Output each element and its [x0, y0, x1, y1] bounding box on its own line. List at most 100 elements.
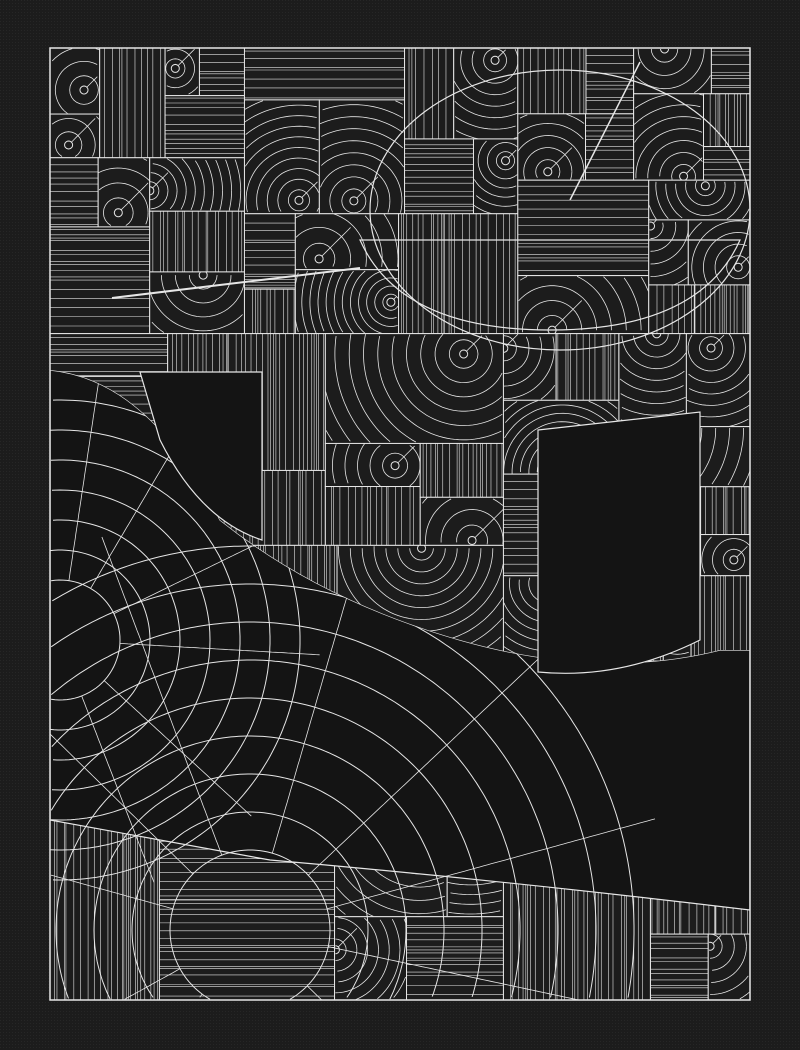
concentric-arc: [295, 226, 351, 259]
concentric-arc: [743, 336, 746, 349]
concentric-arc: [377, 336, 502, 441]
tile: [97, 157, 151, 228]
concentric-arc: [366, 277, 398, 327]
concentric-arc: [209, 190, 214, 211]
concentric-arc: [473, 179, 516, 198]
arc-band: [50, 459, 241, 640]
concentric-arc: [145, 212, 149, 225]
band-divider: [327, 818, 656, 910]
concentric-arc: [309, 271, 317, 334]
radial-tick: [550, 147, 573, 169]
arc-band: [50, 549, 151, 641]
concentric-arc: [337, 928, 358, 950]
tile-border: [703, 146, 751, 181]
center-dot: [554, 330, 557, 334]
center-dot: [490, 55, 500, 65]
tile: [294, 269, 400, 335]
center-dot: [700, 181, 710, 191]
concentric-arc: [95, 48, 100, 51]
tile: [404, 138, 474, 215]
concentric-arc: [711, 946, 747, 983]
tile-border: [149, 210, 245, 273]
tile-border: [164, 95, 245, 159]
concentric-arc: [517, 122, 584, 140]
center-dot: [314, 254, 324, 264]
concentric-arc: [194, 160, 205, 191]
concentric-arc: [503, 348, 555, 400]
arc-band: [550, 930, 559, 998]
concentric-arc: [165, 58, 186, 79]
tile: [585, 47, 635, 115]
concentric-arc: [54, 131, 83, 157]
concentric-arc: [486, 540, 488, 545]
tile: [164, 47, 200, 97]
concentric-arc: [188, 86, 199, 95]
tile: [324, 486, 421, 546]
concentric-arc: [322, 104, 404, 119]
tile-border: [164, 47, 200, 97]
tile: [398, 213, 519, 335]
tile-border: [324, 442, 421, 488]
concentric-arc: [607, 401, 618, 409]
tile-border: [700, 534, 751, 577]
radial-tick: [508, 149, 517, 158]
concentric-arc: [349, 548, 494, 620]
tile: [243, 47, 406, 101]
arc-band: [52, 519, 181, 641]
concentric-arc: [685, 181, 726, 207]
tile-border: [324, 486, 421, 546]
center-dot: [500, 156, 510, 166]
arc-band: [50, 640, 241, 821]
band-divider: [119, 643, 320, 656]
concentric-arc: [344, 444, 351, 484]
tile: [164, 95, 245, 159]
concentric-arc: [125, 212, 134, 226]
concentric-arc: [92, 144, 96, 157]
concentric-arc: [688, 221, 702, 238]
concentric-arc: [325, 430, 333, 441]
concentric-arc: [317, 273, 325, 332]
concentric-arc: [152, 163, 178, 191]
tile: [49, 113, 101, 159]
concentric-arc: [475, 195, 518, 207]
tile-border: [398, 213, 519, 335]
tile: [502, 333, 557, 401]
arc-band: [50, 697, 483, 930]
concentric-arc: [316, 207, 320, 212]
tile: [324, 442, 421, 488]
center-dot: [652, 333, 662, 339]
radial-tick: [71, 118, 96, 143]
concentric-arc: [329, 176, 379, 213]
concentric-arc: [460, 50, 517, 96]
center-dot: [709, 941, 715, 947]
center-dot: [649, 225, 655, 231]
concentric-arc: [726, 185, 746, 220]
arc-band: [52, 640, 301, 881]
band-divider: [103, 680, 252, 817]
radial-tick: [474, 509, 504, 538]
concentric-arc: [552, 336, 555, 349]
tile: [555, 333, 620, 401]
center-dot: [198, 271, 208, 280]
tile: [419, 496, 504, 546]
arc-band: [588, 930, 597, 998]
tile: [294, 213, 400, 271]
concentric-arc: [397, 548, 446, 573]
concentric-arc: [540, 385, 556, 400]
concentric-arc: [691, 220, 748, 285]
concentric-arc: [98, 182, 149, 213]
concentric-arc: [387, 200, 391, 213]
band-divider: [101, 536, 223, 856]
concentric-arc: [665, 183, 683, 219]
bowl-outline: [359, 239, 741, 331]
concentric-arc: [102, 197, 134, 226]
concentric-arc: [349, 270, 366, 334]
concentric-arc: [234, 159, 242, 191]
tile: [703, 146, 751, 181]
concentric-arc: [245, 146, 319, 213]
concentric-arc: [225, 159, 232, 191]
concentric-arc: [190, 190, 196, 211]
arc-band: [51, 639, 211, 791]
concentric-arc: [620, 393, 686, 405]
tile-border: [49, 157, 99, 228]
